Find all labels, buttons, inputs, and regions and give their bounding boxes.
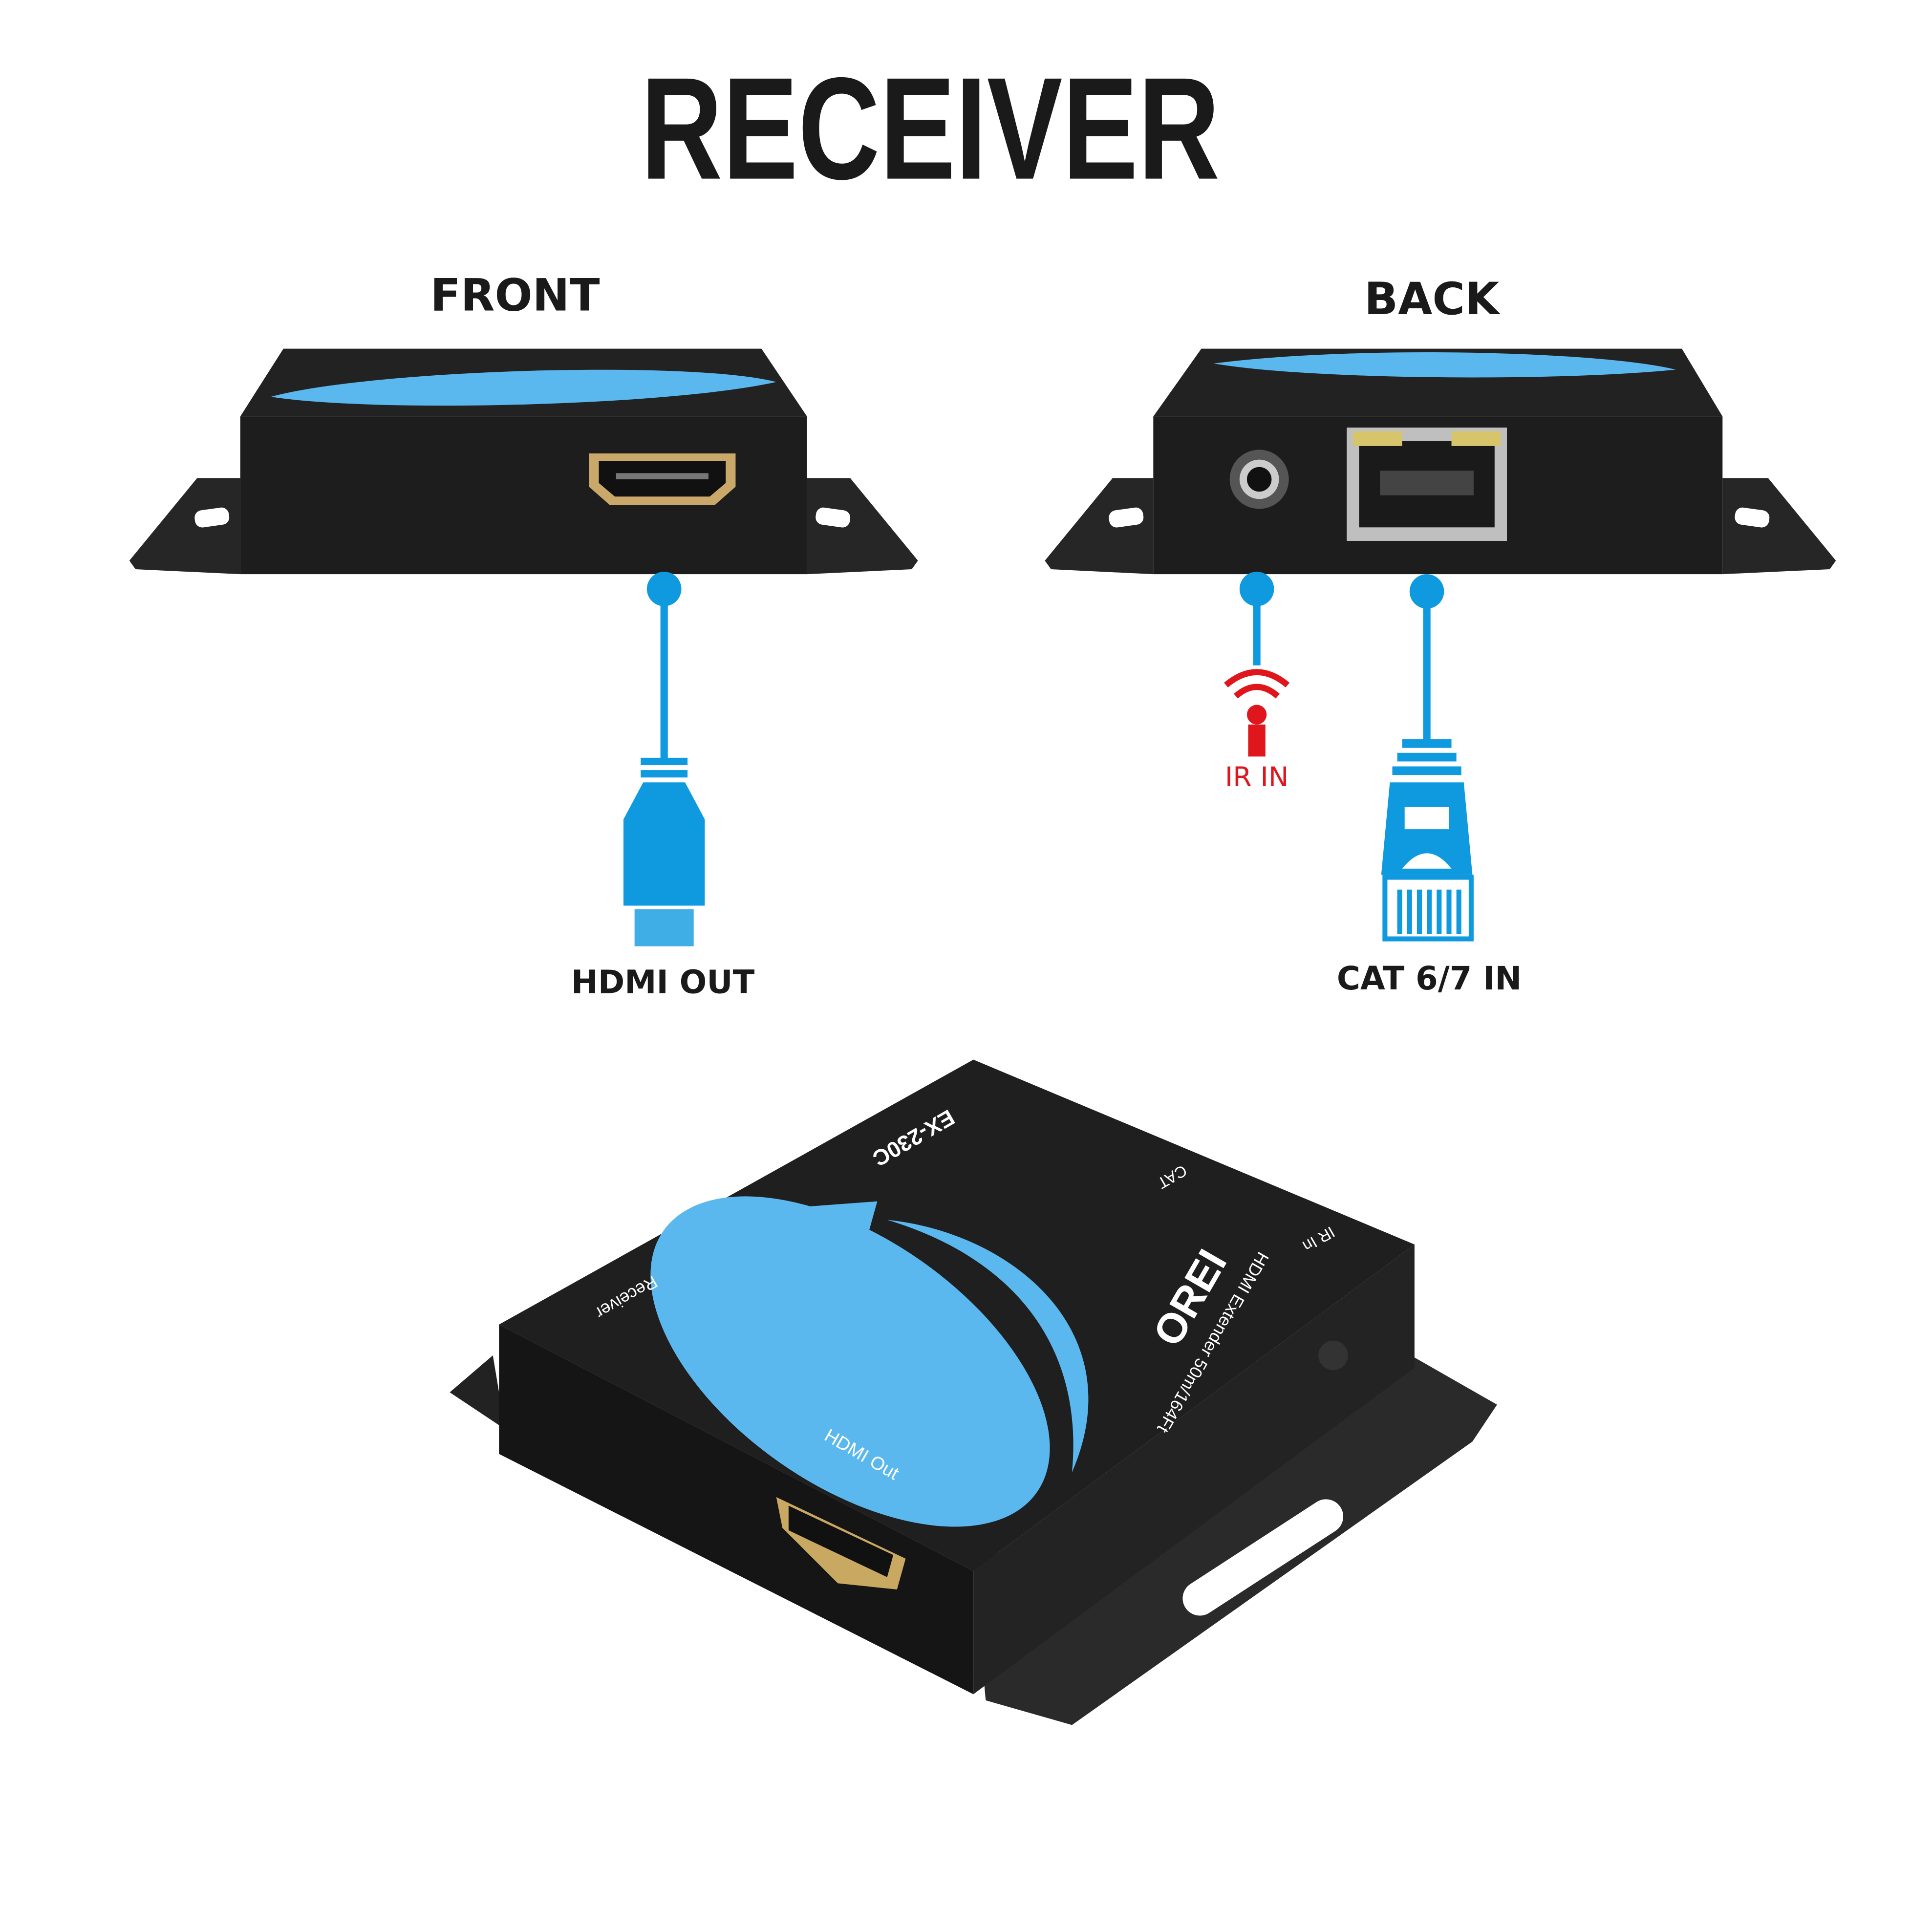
back-view-device: [1045, 348, 1836, 575]
hdmi-cable-icon: [623, 757, 705, 946]
ir-jack: [1229, 450, 1289, 509]
perspective-device: EX-230C OREI HDMI Extender 50m/164Ft Rec…: [450, 1059, 1497, 1725]
page-title: RECEIVER: [641, 48, 1220, 210]
hdmi-port: [589, 453, 736, 505]
hdmi-out-callout: HDMI OUT: [571, 572, 755, 1001]
ir-in-callout: IR IN: [1224, 572, 1290, 793]
rj45-port: [1347, 428, 1507, 541]
ir-receiver-icon: [1224, 669, 1290, 757]
front-view-device: [129, 348, 918, 575]
back-view-heading: BACK: [1364, 274, 1501, 325]
ir-in-label: IR IN: [1225, 762, 1288, 793]
cat-in-label: CAT 6/7 IN: [1337, 960, 1522, 997]
hdmi-out-label: HDMI OUT: [571, 964, 755, 1001]
cat-in-callout: CAT 6/7 IN: [1337, 574, 1522, 997]
front-view-heading: FRONT: [430, 270, 600, 321]
ethernet-cable-icon: [1381, 739, 1474, 942]
